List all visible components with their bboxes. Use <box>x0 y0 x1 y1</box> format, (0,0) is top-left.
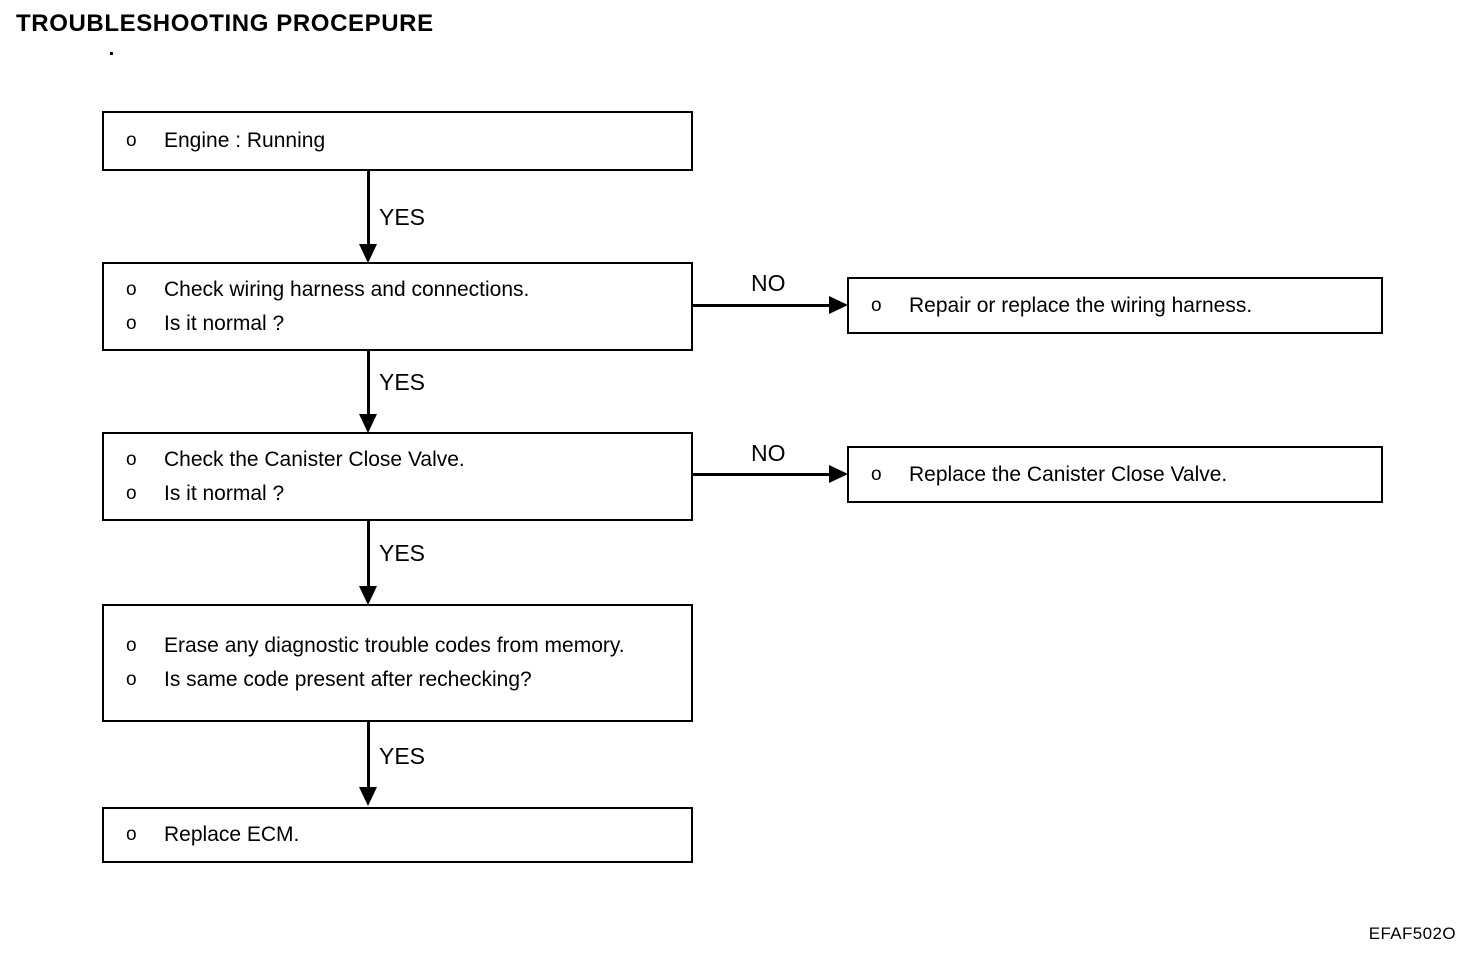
bullet-glyph: o <box>871 463 882 485</box>
connector-wiring-to-repair <box>693 304 833 307</box>
connector-erase-to-ecm <box>367 722 370 794</box>
node-line: o Engine : Running <box>126 124 683 158</box>
edge-label-canister-to-erase: YES <box>379 540 426 566</box>
flow-node-check-canister-close-valve: o Check the Canister Close Valve. o Is i… <box>102 432 693 521</box>
bullet-glyph: o <box>126 824 137 845</box>
node-line: o Replace ECM. <box>126 818 683 852</box>
flow-node-engine-running: o Engine : Running <box>102 111 693 171</box>
node-line: o Is same code present after rechecking? <box>126 663 651 697</box>
flow-node-replace-ecm: o Replace ECM. <box>102 807 693 863</box>
node-line-text: Is it normal ? <box>164 481 285 505</box>
flow-node-replace-canister-close-valve: o Replace the Canister Close Valve. <box>847 446 1383 503</box>
bullet-glyph: o <box>126 635 137 656</box>
arrowhead-engine-to-wiring <box>359 244 377 263</box>
connector-canister-to-replace-valve <box>693 473 833 476</box>
edge-label-wiring-to-repair: NO <box>751 270 786 296</box>
node-line-text: Is same code present after rechecking? <box>164 668 532 691</box>
node-line-text: Check the Canister Close Valve. <box>164 447 465 471</box>
bullet-glyph: o <box>126 669 137 690</box>
node-line: o Is it normal ? <box>126 307 683 341</box>
node-line: o Check the Canister Close Valve. <box>126 443 683 477</box>
connector-wiring-to-canister <box>367 351 370 423</box>
node-line-text: Erase any diagnostic trouble codes from … <box>164 634 625 657</box>
bullet-glyph: o <box>126 130 137 151</box>
node-line-text: Is it normal ? <box>164 311 285 335</box>
node-line: o Replace the Canister Close Valve. <box>871 458 1373 492</box>
bullet-glyph: o <box>871 294 882 316</box>
bullet-glyph: o <box>126 482 137 504</box>
flow-node-erase-codes: o Erase any diagnostic trouble codes fro… <box>102 604 693 722</box>
bullet-glyph: o <box>126 278 137 300</box>
flow-node-check-wiring-harness: o Check wiring harness and connections. … <box>102 262 693 351</box>
connector-canister-to-erase <box>367 521 370 594</box>
edge-label-erase-to-ecm: YES <box>379 743 426 769</box>
node-line-text: Check wiring harness and connections. <box>164 277 530 301</box>
edge-label-engine-to-wiring: YES <box>379 204 426 230</box>
node-line: o Erase any diagnostic trouble codes fro… <box>126 629 651 663</box>
bullet-glyph: o <box>126 448 137 470</box>
flow-node-repair-wiring-harness: o Repair or replace the wiring harness. <box>847 277 1383 334</box>
arrowhead-wiring-to-repair <box>829 296 848 314</box>
arrowhead-wiring-to-canister <box>359 414 377 433</box>
node-line-text: Engine : Running <box>164 129 326 152</box>
edge-label-wiring-to-canister: YES <box>379 369 426 395</box>
node-line: o Repair or replace the wiring harness. <box>871 289 1373 323</box>
edge-label-canister-to-replace-valve: NO <box>751 440 786 466</box>
node-line: o Check wiring harness and connections. <box>126 273 683 307</box>
connector-engine-to-wiring <box>367 171 370 246</box>
arrowhead-canister-to-erase <box>359 586 377 605</box>
node-line-text: Replace ECM. <box>164 823 300 846</box>
node-line-text: Replace the Canister Close Valve. <box>909 462 1228 486</box>
scan-speck <box>110 52 113 55</box>
node-line: o Is it normal ? <box>126 477 683 511</box>
page-title: TROUBLESHOOTING PROCEPURE <box>16 10 434 37</box>
arrowhead-erase-to-ecm <box>359 787 377 806</box>
bullet-glyph: o <box>126 312 137 334</box>
node-line-text: Repair or replace the wiring harness. <box>909 293 1253 317</box>
arrowhead-canister-to-replace-valve <box>829 465 848 483</box>
figure-reference-code: EFAF502O <box>1368 924 1456 943</box>
